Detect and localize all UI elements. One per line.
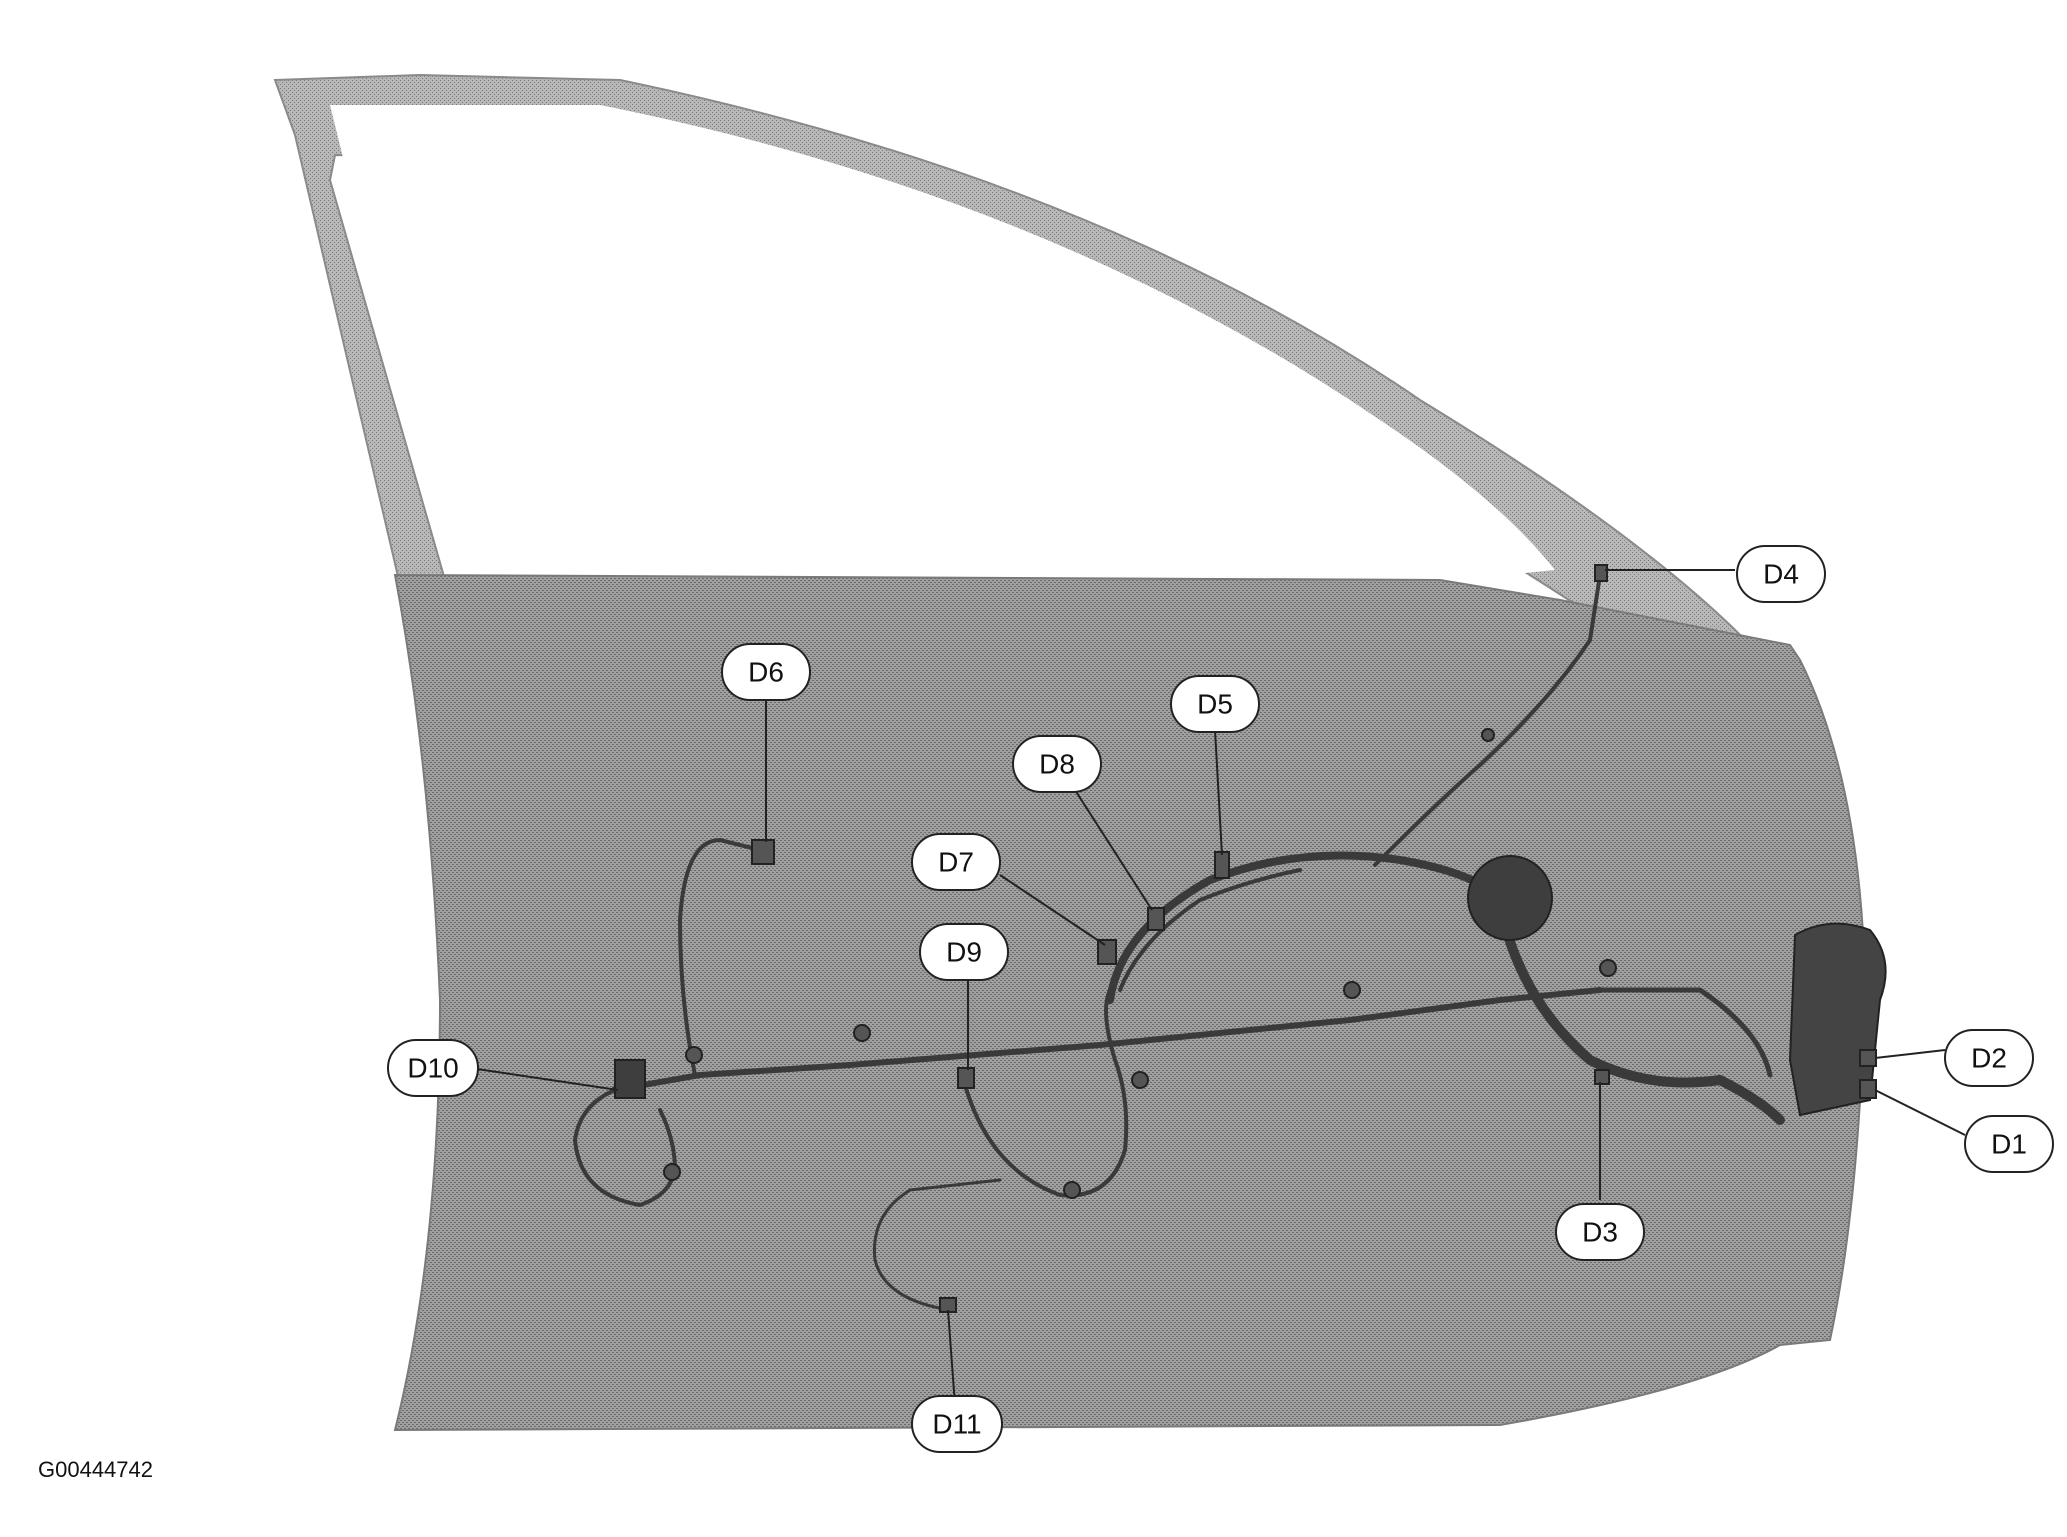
leader-D7 [999, 874, 1106, 946]
harness-to-D4 [1373, 573, 1602, 867]
connector-D4 [1594, 564, 1608, 582]
callout-label: D7 [938, 847, 974, 878]
callout-D11: D11 [911, 1395, 1003, 1453]
clip [663, 1163, 681, 1181]
callout-D1: D1 [1964, 1115, 2054, 1173]
callout-label: D2 [1971, 1043, 2007, 1074]
clip [1131, 1071, 1149, 1089]
connector-D1 [1859, 1079, 1877, 1099]
leader-D1 [1874, 1089, 1966, 1136]
clip [1599, 959, 1617, 977]
harness-to-D10-loop [573, 1088, 677, 1207]
callout-bubble [911, 1395, 1003, 1453]
leader-D10 [469, 1067, 619, 1091]
harness-to-D3 [1597, 987, 1773, 1078]
callout-label: D6 [748, 657, 784, 688]
leader-D8 [1074, 789, 1153, 911]
callout-label: D5 [1197, 689, 1233, 720]
clip [1343, 981, 1361, 999]
callout-D10: D10 [387, 1039, 479, 1097]
callout-bubble [1170, 675, 1260, 733]
clip [853, 1024, 871, 1042]
callout-bubble [919, 923, 1009, 981]
clip [1063, 1181, 1081, 1199]
callout-D2: D2 [1944, 1029, 2034, 1087]
callout-D3: D3 [1555, 1203, 1645, 1261]
connector-D9 [957, 1067, 975, 1089]
callout-D4: D4 [1736, 545, 1826, 603]
callout-bubble [1964, 1115, 2054, 1173]
callout-D5: D5 [1170, 675, 1260, 733]
callout-label: D10 [407, 1053, 458, 1084]
connector-D10 [614, 1059, 646, 1099]
clip [1481, 728, 1495, 742]
callout-label: D4 [1763, 559, 1799, 590]
leader-D2 [1874, 1049, 1946, 1059]
door-panel [393, 573, 1867, 1432]
connector-D6 [751, 839, 775, 865]
door-latch [1788, 922, 1887, 1117]
connector-D7 [1097, 939, 1117, 965]
leader-D11 [947, 1309, 956, 1406]
callout-D7: D7 [911, 833, 1001, 891]
connector-D11 [939, 1297, 957, 1313]
connector-D3 [1594, 1069, 1610, 1085]
callout-D6: D6 [721, 643, 811, 701]
window-glass [330, 105, 1555, 580]
speaker [1467, 855, 1553, 941]
connector-D5 [1214, 851, 1230, 879]
harness-upper-loop [1106, 851, 1494, 1004]
harness-to-D11 [872, 1178, 1002, 1312]
callout-bubble [1555, 1203, 1645, 1261]
figure-id: G00444742 [38, 1457, 153, 1482]
harness-upper-loop-2 [1118, 868, 1302, 992]
callout-D9: D9 [919, 923, 1009, 981]
callout-bubble [1944, 1029, 2034, 1087]
leader-lines [469, 569, 1966, 1406]
callout-label: D9 [946, 937, 982, 968]
components [614, 564, 1887, 1313]
harness-to-latch [1495, 900, 1785, 1125]
callout-label: D1 [1991, 1129, 2027, 1160]
connector-D8 [1147, 907, 1165, 931]
harness-to-D9-loop [963, 988, 1129, 1198]
callout-bubble [911, 833, 1001, 891]
callout-label: D8 [1039, 749, 1075, 780]
callout-bubble [387, 1039, 479, 1097]
connector-D2 [1859, 1049, 1877, 1067]
harness-trunk [612, 987, 1603, 1093]
callout-label: D3 [1582, 1217, 1618, 1248]
callout-bubble [721, 643, 811, 701]
leader-D5 [1214, 729, 1223, 856]
callout-label: D11 [932, 1409, 981, 1440]
clip [685, 1046, 703, 1064]
callout-bubble [1736, 545, 1826, 603]
callout-D8: D8 [1012, 735, 1102, 793]
callout-bubble [1012, 735, 1102, 793]
harness-to-D6 [678, 838, 762, 1077]
